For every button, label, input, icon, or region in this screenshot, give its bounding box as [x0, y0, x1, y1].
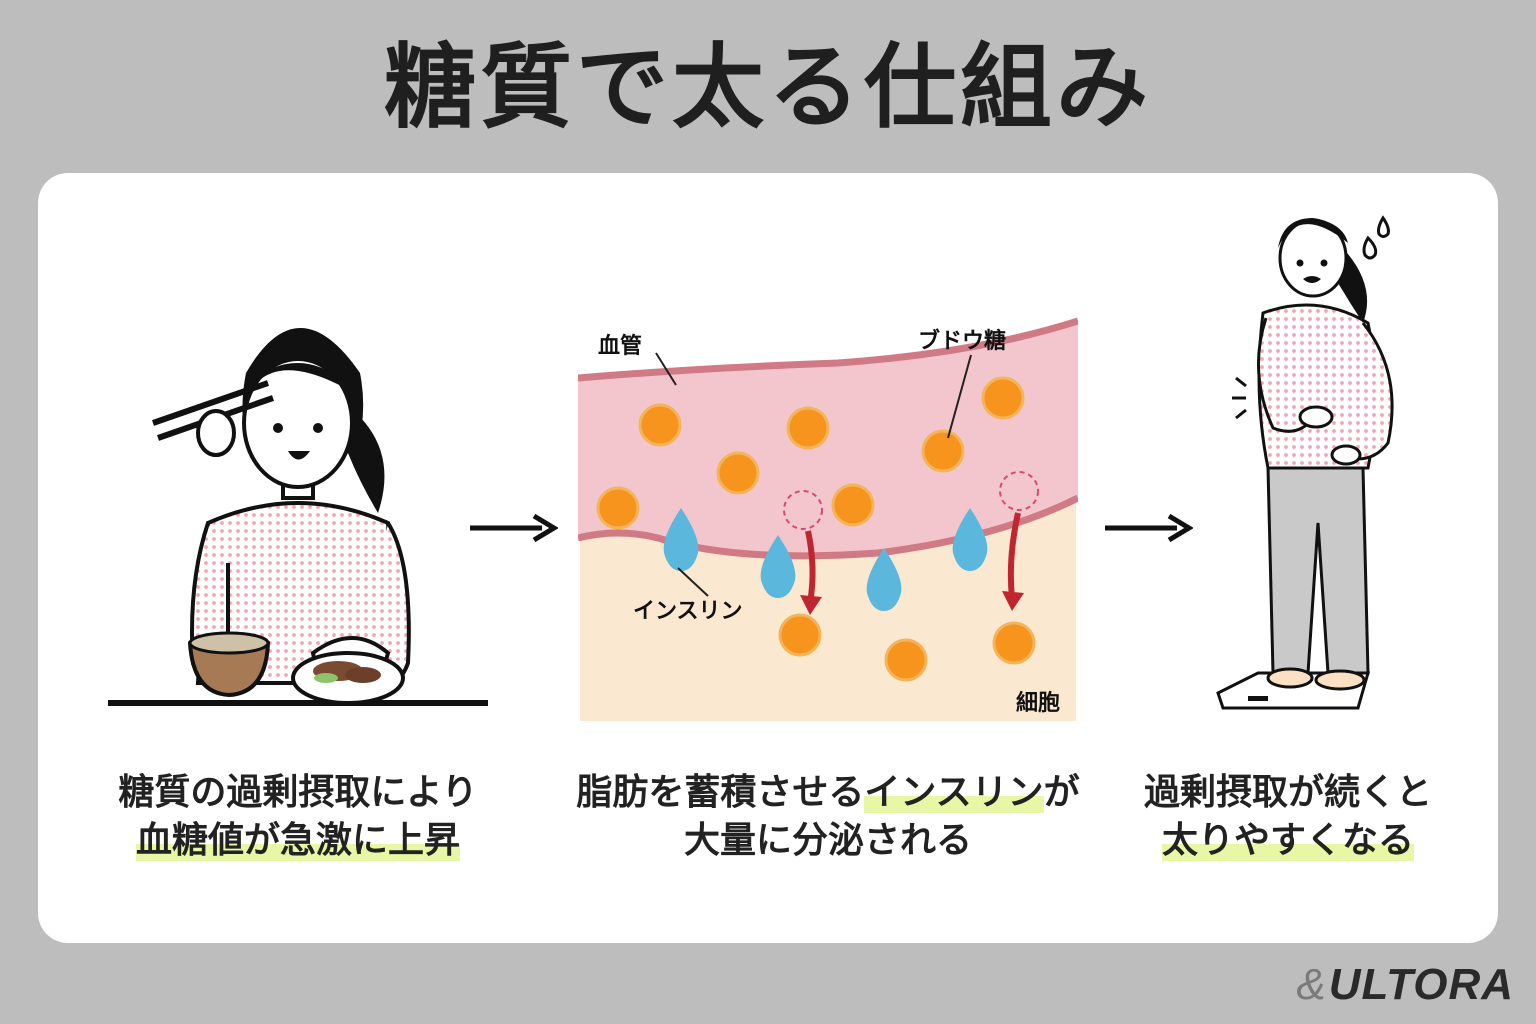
step-2-caption-line-2: 大量に分泌される — [683, 820, 972, 861]
arrow-right-icon — [1105, 513, 1193, 543]
step-2-caption-line-1-highlight: インスリン — [864, 772, 1044, 813]
step-1-caption-line-1: 糖質の過剰摂取により — [118, 772, 478, 813]
arrow-right-icon — [470, 513, 558, 543]
brand-logo: &ULTORA — [1296, 960, 1514, 1010]
page-title: 糖質で太る仕組み — [383, 34, 1152, 141]
step-1-caption: 糖質の過剰摂取により 血糖値が急激に上昇 — [78, 769, 518, 865]
step-3-caption: 過剰摂取が続くと 太りやすくなる — [1098, 769, 1478, 865]
content-card: 糖質の過剰摂取により 血糖値が急激に上昇 — [38, 173, 1498, 943]
step-2-caption: 脂肪を蓄積させるインスリンが 大量に分泌される — [518, 769, 1138, 865]
logo-ampersand: & — [1296, 960, 1327, 1009]
step-2-caption-line-1-pre: 脂肪を蓄積させる — [576, 772, 865, 813]
logo-text: ULTORA — [1328, 960, 1514, 1009]
step-3-caption-line-2: 太りやすくなる — [1161, 820, 1414, 861]
insulin-mechanism-diagram: 血管 ブドウ糖 インスリン 細胞 — [578, 313, 1078, 721]
label-glucose: ブドウ糖 — [918, 328, 1006, 354]
label-vessel: 血管 — [598, 333, 642, 359]
step-2-caption-line-1-post: が — [1043, 772, 1080, 813]
woman-on-scale-illustration — [1216, 215, 1394, 710]
meal-dishes-illustration — [188, 631, 405, 705]
blood-vessel — [578, 321, 1078, 556]
glucose-molecules — [596, 376, 1036, 682]
label-cell: 細胞 — [1016, 690, 1060, 716]
insulin-drops — [663, 508, 988, 611]
label-insulin: インスリン — [633, 599, 743, 624]
step-1-caption-line-2: 血糖値が急激に上昇 — [135, 820, 460, 861]
step-3-caption-line-1: 過剰摂取が続くと — [1143, 772, 1432, 813]
